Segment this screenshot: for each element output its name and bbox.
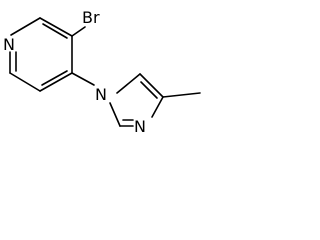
bond-n1-c5: [116, 73, 141, 94]
bond-c2-c3: [39, 17, 73, 37]
atom-label-n-imidazole-3: N: [134, 117, 146, 136]
bond-c4-n3: [151, 96, 164, 118]
structure-diagram: Br N N N: [3, 8, 201, 136]
bond-double-c5-c4: [140, 81, 158, 99]
bond-c4-c5: [39, 72, 73, 92]
atom-labels: Br N N N: [3, 8, 146, 136]
bond-c5-c4: [139, 73, 164, 98]
bond-c4-methyl: [162, 92, 201, 98]
bond-double-c2-c3: [42, 23, 68, 39]
atom-label-n-pyridine: N: [3, 35, 15, 54]
bond-c5-c6: [9, 72, 41, 92]
bond-c3-br: [71, 26, 86, 37]
pyridine-ring: [9, 17, 73, 92]
bond-c4-n1: [71, 72, 95, 86]
atom-label-br: Br: [82, 8, 100, 27]
bond-n-c2: [10, 17, 41, 36]
bond-c2-n1: [109, 102, 121, 127]
atom-label-n-imidazole-1: N: [95, 85, 107, 104]
substituent-bonds: [71, 26, 95, 86]
bond-double-c4-c5: [41, 70, 68, 86]
imidazole-ring: [109, 73, 201, 127]
